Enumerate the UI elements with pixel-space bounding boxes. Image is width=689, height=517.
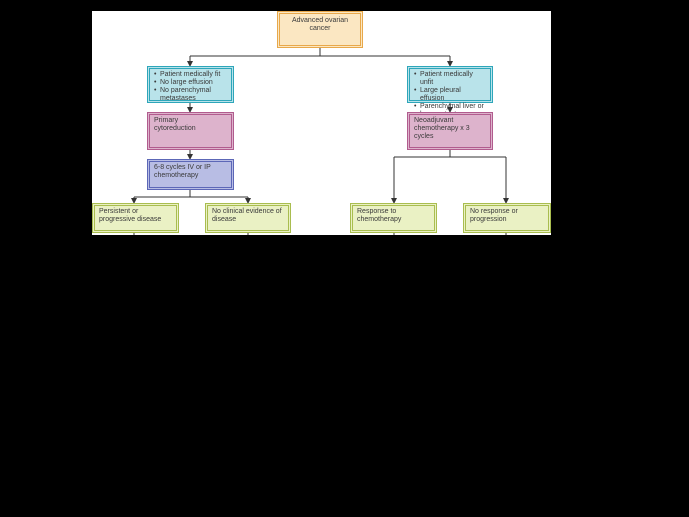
node-label: No clinical evidence of disease <box>212 208 282 223</box>
node-medically-unfit: Patient medically unfit Large pleural ef… <box>407 66 493 118</box>
node-label: Response to chemotherapy <box>357 208 402 223</box>
node-response-to-chemotherapy: Response to chemotherapy <box>350 203 437 233</box>
node-no-clinical-evidence: No clinical evidence of disease <box>205 203 291 233</box>
node-neoadjuvant-chemotherapy: Neoadjuvant chemotherapy x 3 cycles <box>407 112 493 150</box>
node-persistent-disease: Persistent or progressive disease <box>92 203 179 233</box>
node-medically-fit: Patient medically fit No large effusion … <box>147 66 234 103</box>
fit-criteria-list: Patient medically fit No large effusion … <box>154 71 227 103</box>
node-label: 6-8 cycles IV or IP chemotherapy <box>154 164 211 179</box>
node-label: Advanced ovarian cancer <box>291 17 349 32</box>
node-primary-cytoreduction: Primary cytoreduction <box>147 112 234 150</box>
fit-criterion: Patient medically fit <box>154 71 227 79</box>
unfit-criterion: Patient medically unfit <box>414 71 486 87</box>
flowchart-panel: Advanced ovarian cancer Patient medicall… <box>92 11 551 235</box>
node-advanced-ovarian-cancer: Advanced ovarian cancer <box>277 11 363 48</box>
node-label: No response or progression <box>470 208 518 223</box>
connector-lines <box>131 48 509 235</box>
fit-criterion: No large effusion <box>154 79 227 87</box>
node-label: Persistent or progressive disease <box>99 208 162 223</box>
fit-criterion: No parenchymal metastases <box>154 87 227 103</box>
node-no-response: No response or progression <box>463 203 551 233</box>
node-label: Neoadjuvant chemotherapy x 3 cycles <box>414 117 470 140</box>
unfit-criterion: Large pleural effusion <box>414 87 486 103</box>
node-label: Primary cytoreduction <box>154 117 196 132</box>
node-chemotherapy-cycles: 6-8 cycles IV or IP chemotherapy <box>147 159 234 190</box>
